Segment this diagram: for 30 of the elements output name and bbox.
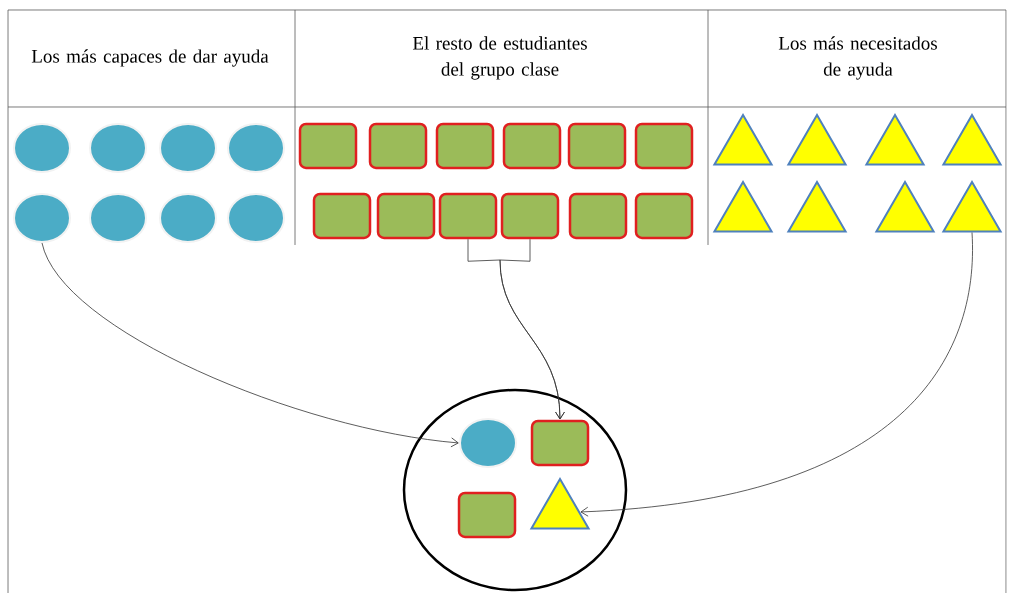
small-circle <box>13 193 71 243</box>
small-circle <box>227 123 285 173</box>
small-circle <box>89 193 147 243</box>
rounded-box <box>568 192 628 240</box>
column-heading: Los más necesitados de ayuda <box>778 36 937 80</box>
rounded-box <box>634 192 694 240</box>
column-heading: Los más capaces de dar ayuda <box>31 49 269 67</box>
rounded-box <box>438 192 498 240</box>
small-circle <box>159 193 217 243</box>
rounded-box <box>634 122 694 170</box>
arrow <box>499 238 565 420</box>
group-ellipse <box>402 388 628 592</box>
small-circle <box>459 418 517 468</box>
column-heading: El resto de estudiantes del grupo clase <box>412 36 587 80</box>
arrow <box>580 232 973 517</box>
rounded-box <box>312 192 372 240</box>
arrow <box>41 242 459 448</box>
small-circle <box>89 123 147 173</box>
rounded-box <box>435 122 495 170</box>
rounded-box <box>376 192 436 240</box>
rounded-box <box>457 491 517 539</box>
small-circle <box>159 123 217 173</box>
rounded-box <box>530 419 590 467</box>
small-circle <box>227 193 285 243</box>
rounded-box <box>567 122 627 170</box>
rounded-box <box>298 122 358 170</box>
rounded-box <box>502 122 562 170</box>
rounded-box <box>500 192 560 240</box>
small-circle <box>13 123 71 173</box>
rounded-box <box>368 122 428 170</box>
